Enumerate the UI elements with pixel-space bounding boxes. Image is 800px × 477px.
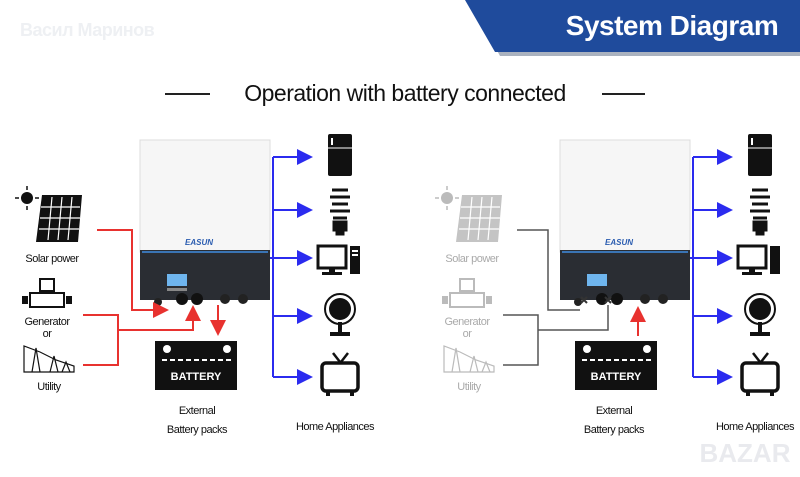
solar-panel-icon	[456, 195, 502, 242]
computer-icon	[316, 244, 360, 275]
home-appliances-label: Home Appliances	[296, 421, 375, 433]
solar-input-line	[97, 229, 169, 318]
refrigerator-icon	[748, 134, 772, 176]
battery-label: BATTERY	[171, 371, 222, 383]
subtitle: Operation with battery connected	[244, 80, 566, 106]
utility-tower-icon	[443, 345, 495, 373]
or-label: or	[463, 328, 473, 340]
generator-label: Generator	[444, 316, 490, 328]
panel-inputs-disconnected: EASUN Solar power Generator or Utility B…	[435, 134, 796, 436]
battery-caption-2: Battery packs	[167, 424, 228, 436]
sun-icon	[435, 186, 459, 210]
battery-icon: BATTERY	[575, 341, 657, 390]
solar-input-line-disconnected	[517, 229, 580, 311]
light-bulb-icon	[330, 188, 350, 236]
utility-label: Utility	[37, 381, 61, 393]
solar-panel-icon	[36, 195, 82, 242]
refrigerator-icon	[328, 134, 352, 176]
grid-to-inverter-line-disconnected	[538, 305, 609, 331]
battery-caption-1: External	[596, 405, 632, 417]
disconnect-x-icon	[580, 296, 612, 304]
generator-icon	[22, 278, 72, 308]
inverter: EASUN	[139, 139, 271, 306]
banner-title: System Diagram	[566, 10, 778, 41]
inverter-brand: EASUN	[185, 238, 213, 247]
subtitle-group: Operation with battery connected	[165, 80, 645, 106]
fan-icon	[744, 293, 776, 336]
sun-icon	[15, 186, 39, 210]
solar-power-label: Solar power	[445, 253, 499, 265]
watermark-bazar: BAZAR	[700, 438, 791, 468]
battery-caption-2: Battery packs	[584, 424, 645, 436]
banner: System Diagram	[465, 0, 800, 56]
output-lines	[690, 149, 733, 385]
tv-icon	[320, 352, 360, 396]
battery-caption-1: External	[179, 405, 215, 417]
solar-power-label: Solar power	[25, 253, 79, 265]
fan-icon	[324, 293, 356, 336]
watermark-author: Васил Маринов	[20, 20, 155, 40]
computer-icon	[736, 244, 780, 275]
grid-to-inverter-line	[118, 305, 201, 331]
home-appliances-label: Home Appliances	[716, 421, 795, 433]
utility-tower-icon	[23, 345, 75, 373]
generator-icon	[442, 278, 492, 308]
generator-label: Generator	[24, 316, 70, 328]
inverter-brand: EASUN	[605, 238, 633, 247]
or-label: or	[43, 328, 53, 340]
output-lines	[270, 149, 313, 385]
battery-icon: BATTERY	[155, 341, 237, 390]
panel-active: EASUN Solar power Generator or Utility B…	[15, 134, 376, 436]
inverter: EASUN	[559, 139, 691, 306]
grid-input-line	[83, 314, 119, 366]
utility-label: Utility	[457, 381, 481, 393]
light-bulb-icon	[750, 188, 770, 236]
grid-input-line-disconnected	[503, 314, 539, 366]
battery-label: BATTERY	[591, 371, 642, 383]
tv-icon	[740, 352, 780, 396]
